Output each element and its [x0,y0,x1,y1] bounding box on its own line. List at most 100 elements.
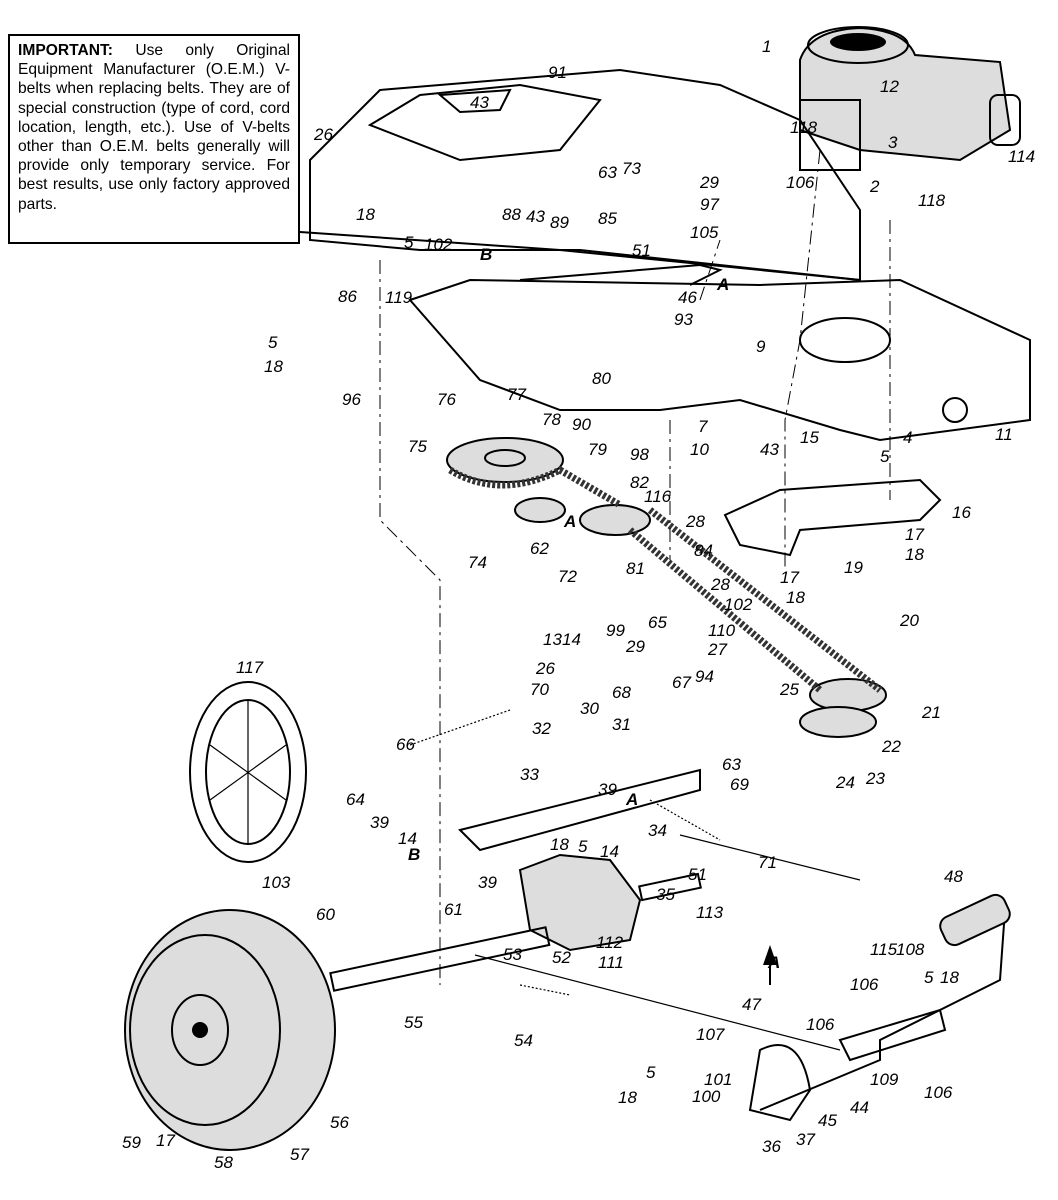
callout-51: 51 [688,865,707,884]
callout-20: 20 [899,611,919,630]
callout-81: 81 [626,559,645,578]
callout-43: 43 [760,440,779,459]
callout-21: 21 [921,703,941,722]
callout-59: 59 [122,1133,141,1152]
callout-47: 47 [742,995,761,1014]
callout-46: 46 [678,288,697,307]
callout-39: 39 [478,873,497,892]
important-note: IMPORTANT: Use only Original Equipment M… [8,34,300,244]
callout-60: 60 [316,905,335,924]
callout-74: 74 [468,553,487,572]
callout-68: 68 [612,683,631,702]
callout-72: 72 [558,567,577,586]
callout-85: 85 [598,209,617,228]
callout-76: 76 [437,390,456,409]
linkage [409,709,1011,1122]
callout-17: 17 [905,525,924,544]
callout-14: 14 [600,842,619,861]
callout-116: 116 [644,487,672,506]
callout-5: 5 [646,1063,656,1082]
callout-3: 3 [888,133,898,152]
callout-102: 102 [724,595,753,614]
callout-63: 63 [598,163,617,182]
callout-36: 36 [762,1137,781,1156]
callout-48: 48 [944,867,963,886]
callout-84: 84 [694,541,713,560]
callout-17: 17 [780,568,799,587]
callout-78: 78 [542,410,561,429]
engine [799,26,1021,171]
callout-80: 80 [592,369,611,388]
callout-18: 18 [550,835,569,854]
callout-18: 18 [905,545,924,564]
callout-105: 105 [690,223,719,242]
callout-5: 5 [924,968,934,987]
callout-2: 2 [869,177,880,196]
callout-18: 18 [264,357,283,376]
callout-73: 73 [622,159,641,178]
callout-70: 70 [530,680,549,699]
callout-17: 17 [156,1131,175,1150]
callout-25: 25 [779,680,799,699]
callout-67: 67 [672,673,691,692]
callout-A: A [716,275,729,294]
callout-28: 28 [685,512,705,531]
callout-18: 18 [356,205,375,224]
callout-45: 45 [818,1111,837,1130]
note-heading: IMPORTANT: [18,42,113,59]
callout-1: 1 [762,37,771,56]
callout-100: 100 [692,1087,721,1106]
callout-35: 35 [656,885,675,904]
callout-19: 19 [844,558,863,577]
callout-29: 29 [625,637,645,656]
callout-39: 39 [370,813,389,832]
callout-44: 44 [850,1098,869,1117]
callout-111: 111 [598,953,624,972]
callout-77: 77 [507,385,526,404]
callout-33: 33 [520,765,539,784]
callout-55: 55 [404,1013,423,1032]
bracket [723,478,942,557]
callout-107: 107 [696,1025,725,1044]
callout-75: 75 [408,437,427,456]
callout-9: 9 [756,337,766,356]
callout-51: 51 [632,241,651,260]
callout-102: 102 [424,235,453,254]
callout-61: 61 [444,900,463,919]
callout-A: A [767,953,780,972]
callout-A: A [625,790,638,809]
callout-91: 91 [548,63,567,82]
callout-113: 113 [696,903,724,922]
callout-86: 86 [338,287,357,306]
callout-26: 26 [535,659,555,678]
callout-5: 5 [268,333,278,352]
hubcap [189,681,307,863]
callout-118: 118 [918,191,946,210]
callout-B: B [480,245,492,264]
callout-29: 29 [699,173,719,192]
callout-26: 26 [313,125,333,144]
callout-99: 99 [606,621,625,640]
callout-108: 108 [896,940,925,959]
callout-97: 97 [700,195,719,214]
callout-4: 4 [903,428,912,447]
callout-52: 52 [552,948,571,967]
callout-103: 103 [262,873,291,892]
callout-115: 115 [870,940,898,959]
callout-12: 12 [880,77,899,96]
callout-106: 106 [806,1015,835,1034]
callout-18: 18 [618,1088,637,1107]
callout-11: 11 [995,425,1013,444]
callout-88: 88 [502,205,521,224]
callout-56: 56 [330,1113,349,1132]
callout-31: 31 [612,715,631,734]
rear-wheel [124,909,336,1151]
callout-30: 30 [580,699,599,718]
callout-98: 98 [630,445,649,464]
fender-body [299,68,861,282]
callout-57: 57 [290,1145,309,1164]
callout-66: 66 [396,735,415,754]
callout-37: 37 [796,1130,815,1149]
